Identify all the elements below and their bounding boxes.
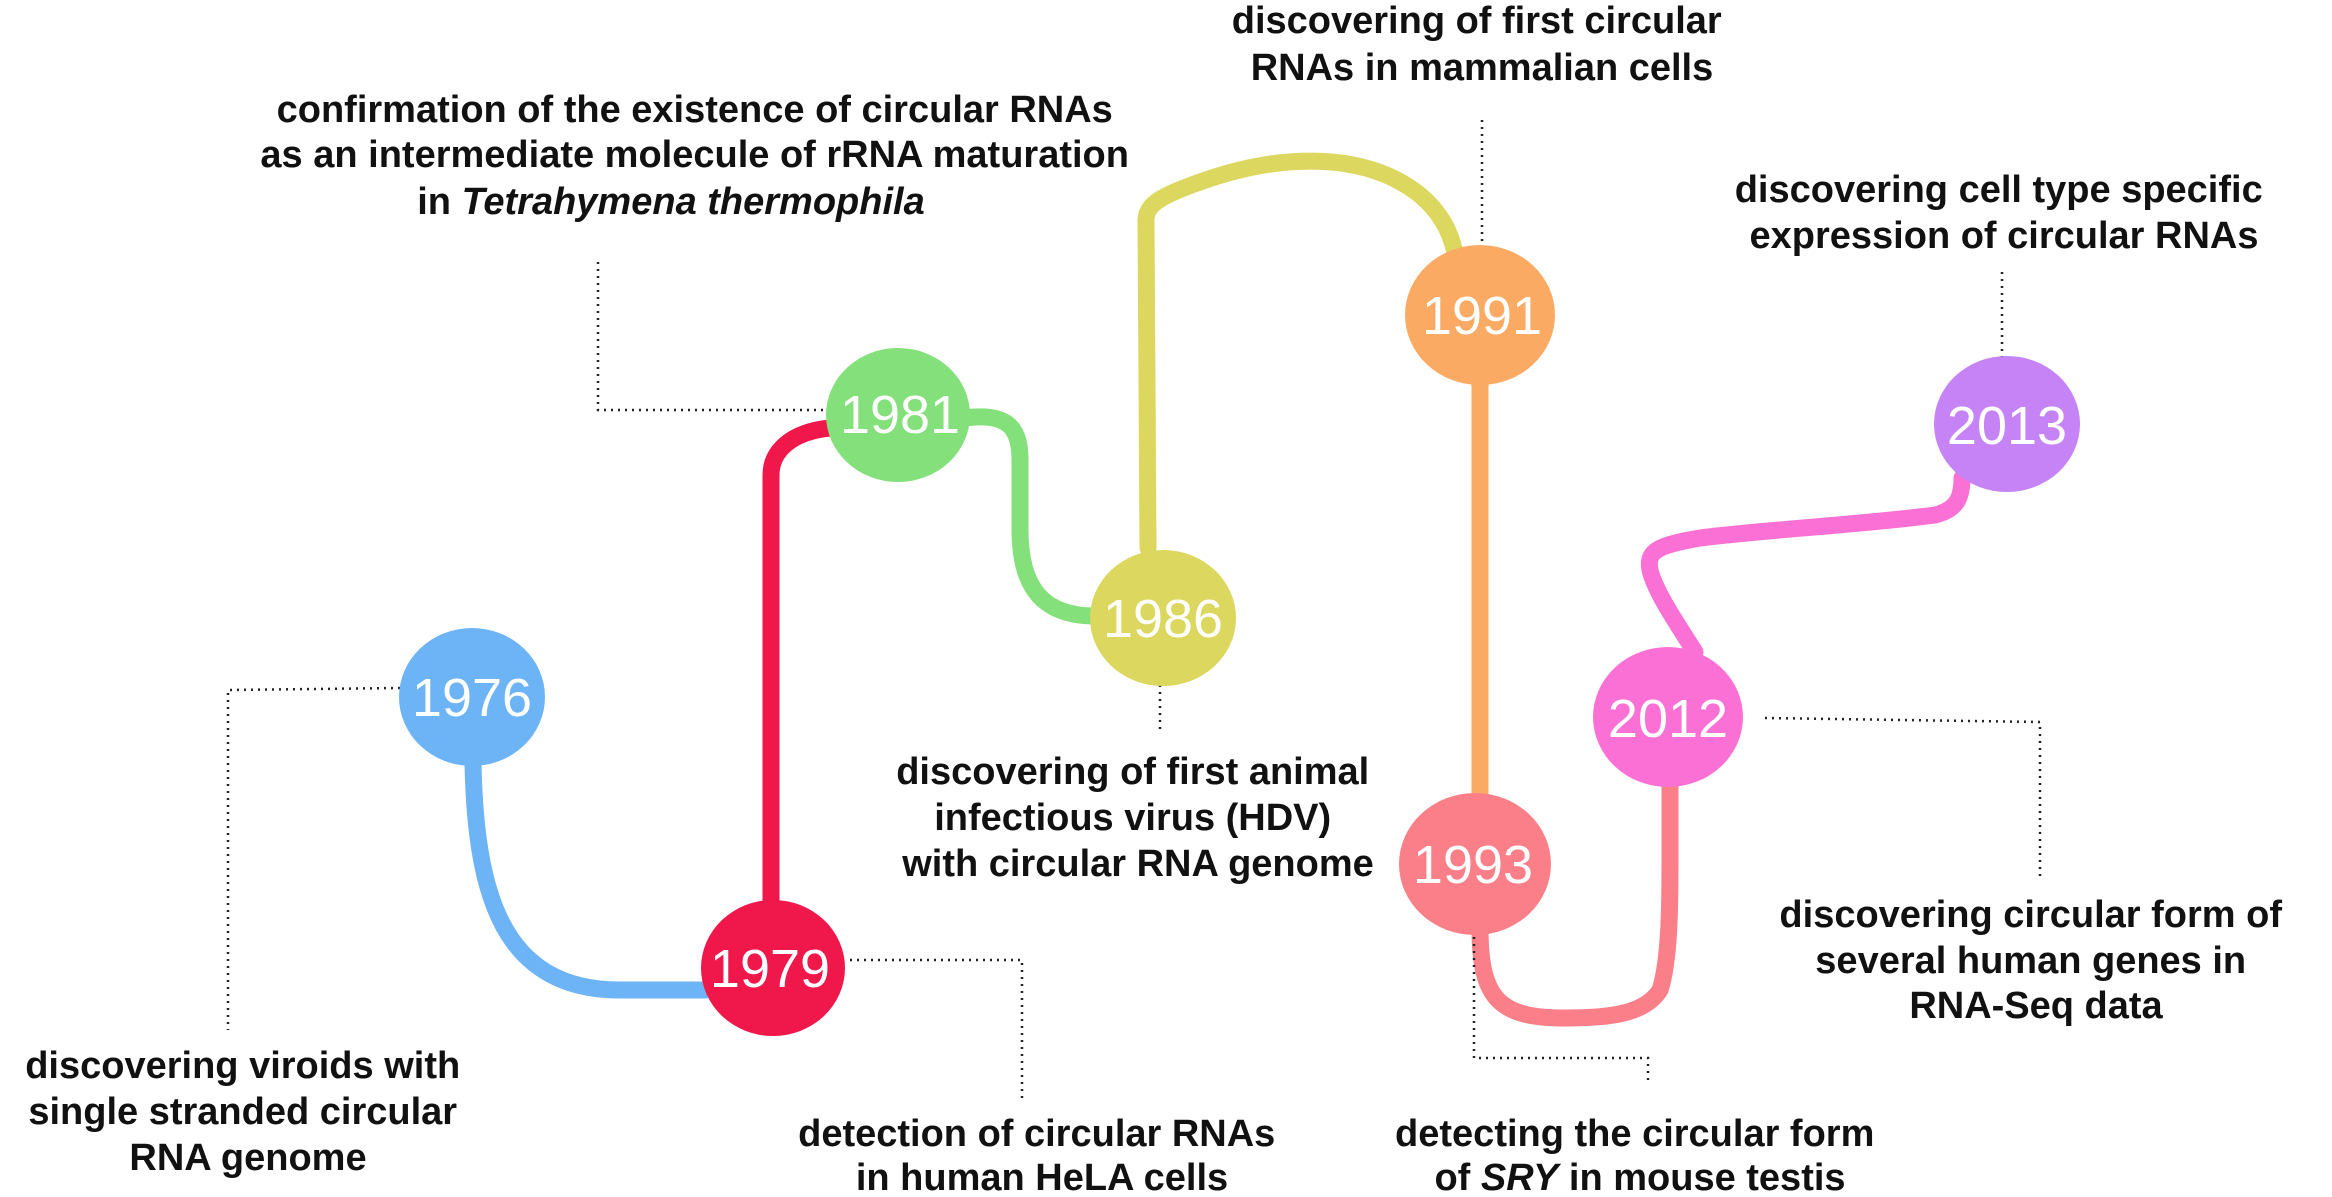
path-1986-1991 <box>1137 152 1464 557</box>
gene-name: SRY <box>1481 1157 1562 1197</box>
path-1981-1986 <box>956 408 1104 625</box>
event-1979-description: detection of circular RNAs in human HeLA… <box>798 1113 1286 1197</box>
event-2012-description: discovering circular form of several hum… <box>1779 894 2292 1027</box>
year-label: 1993 <box>1413 835 1533 895</box>
event-1986-description: discovering of first animal infectious v… <box>896 751 1380 885</box>
year-label: 1991 <box>1422 286 1542 346</box>
node-2013: 2013 <box>1934 356 2080 492</box>
node-circle <box>399 628 545 766</box>
path-1979-1981 <box>762 419 839 914</box>
year-nodes: 1976 1979 1981 1986 1991 1993 2012 2013 <box>399 245 2080 1036</box>
node-1991: 1991 <box>1405 245 1555 385</box>
node-1986: 1986 <box>1090 550 1236 686</box>
node-2012: 2012 <box>1593 647 1743 787</box>
year-label: 2012 <box>1608 689 1728 749</box>
node-1981: 1981 <box>826 348 970 482</box>
node-circle <box>1593 647 1743 787</box>
event-1981-description: confirmation of the existence of circula… <box>260 89 1139 223</box>
leader-lines <box>226 120 2042 1100</box>
year-label: 1986 <box>1103 589 1223 649</box>
path-1993-2012 <box>1471 769 1679 1027</box>
year-label: 2013 <box>1947 396 2067 456</box>
leader-1981 <box>596 260 830 412</box>
event-1993-description: detecting the circular form of SRY in mo… <box>1395 1113 1885 1197</box>
node-circle <box>701 900 845 1036</box>
node-1979: 1979 <box>701 900 845 1036</box>
node-1976: 1976 <box>399 628 545 766</box>
node-circle <box>1934 356 2080 492</box>
timeline-paths <box>464 152 1971 1027</box>
leader-1979 <box>850 958 1024 1100</box>
node-circle <box>1399 793 1551 935</box>
event-1976-description: discovering viroids with single stranded… <box>25 1045 471 1179</box>
species-name: Tetrahymena thermophila <box>462 181 925 223</box>
node-circle <box>1405 245 1555 385</box>
path-1976-1979 <box>464 756 714 999</box>
node-circle <box>826 348 970 482</box>
event-1991-description: discovering of first circular RNAs in ma… <box>1232 0 1732 89</box>
node-circle <box>1090 550 1236 686</box>
year-label: 1979 <box>710 939 830 999</box>
year-label: 1981 <box>840 385 960 445</box>
leader-1976 <box>226 686 401 1030</box>
path-2012-2013 <box>1640 469 1971 661</box>
leader-1993 <box>1472 930 1650 1085</box>
leader-2012 <box>1764 716 2042 880</box>
event-2013-description: discovering cell type specific expressio… <box>1735 169 2274 257</box>
node-1993: 1993 <box>1399 793 1551 935</box>
year-label: 1976 <box>412 668 532 728</box>
event-descriptions: discovering viroids with single stranded… <box>25 0 2292 1197</box>
